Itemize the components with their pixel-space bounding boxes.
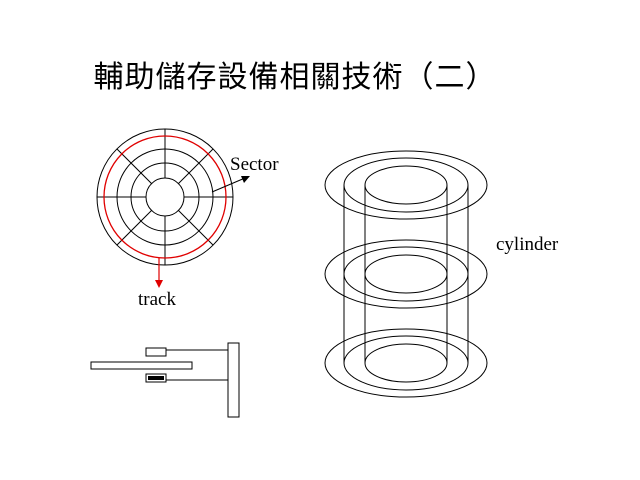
cylinder-stack bbox=[324, 150, 488, 398]
platter-3-inner bbox=[364, 343, 448, 383]
sector-arrow bbox=[211, 176, 250, 193]
platter-1-inner bbox=[364, 165, 448, 205]
disk-platter bbox=[96, 128, 234, 266]
track-arrow bbox=[155, 258, 163, 288]
head-assembly bbox=[90, 342, 240, 418]
cylinder-label: cylinder bbox=[496, 234, 559, 255]
sector-dividers bbox=[97, 129, 233, 265]
lower-head-core bbox=[148, 376, 164, 380]
sector-label: Sector bbox=[230, 154, 279, 175]
upper-head bbox=[145, 347, 167, 357]
platter-1-outer bbox=[324, 150, 488, 220]
platter-2-outer bbox=[324, 239, 488, 309]
platter-3-outer bbox=[324, 328, 488, 398]
platter-2-inner bbox=[364, 254, 448, 294]
actuator-post bbox=[227, 342, 240, 418]
slide-title: 輔助儲存設備相關技術（二） bbox=[93, 60, 497, 95]
highlighted-track bbox=[103, 135, 227, 259]
track-label: track bbox=[138, 289, 176, 310]
platter-edge bbox=[90, 361, 193, 370]
